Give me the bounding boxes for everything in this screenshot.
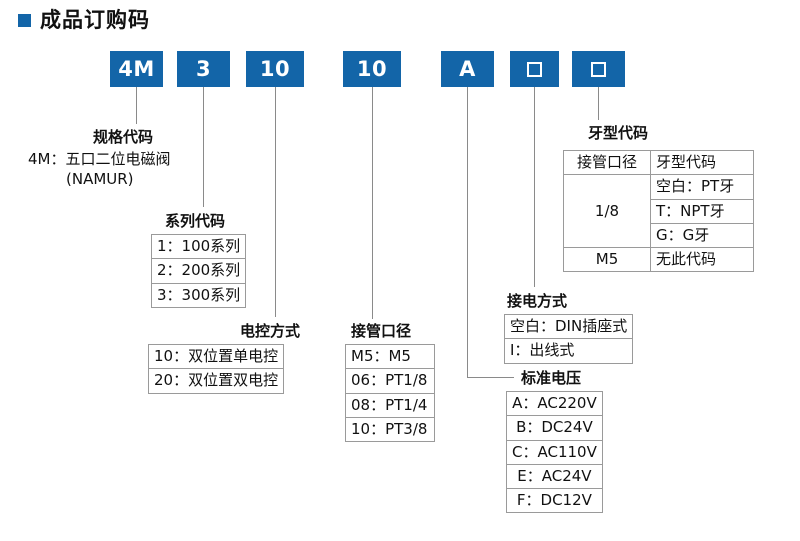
code-box-control: 10 [246,51,304,87]
table-row: T：NPT牙 [564,198,754,224]
table-row: 1：100系列 [150,233,247,260]
wiring-code-row-1: 空白：DIN插座式 [503,313,634,340]
table-row: B：DC24V [506,415,603,441]
wiring-code-table: 空白：DIN插座式 I：出线式 [503,313,634,364]
code-box-voltage: A [441,51,494,87]
port-code-row-1: M5：M5 [345,343,435,370]
port-code-table: M5：M5 06：PT1/8 08：PT1/4 10：PT3/8 [345,343,435,443]
connector-control [275,87,276,317]
series-code-table: 1：100系列 2：200系列 3：300系列 [150,233,247,308]
thread-code-table: 接管口径 牙型代码 1/8 空白：PT牙 T：NPT牙 G：G牙 M5 无此代码 [563,149,754,273]
thread-code-thread-1-2: T：NPT牙 [650,198,754,224]
table-row: 06：PT1/8 [345,368,435,394]
connector-series [203,87,204,207]
code-box-series: 3 [177,51,230,87]
table-row: 2：200系列 [150,258,247,284]
table-row: A：AC220V [506,390,603,417]
port-code-row-4: 10：PT3/8 [345,416,435,443]
connector-spec [136,87,137,124]
wiring-code-row-2: I：出线式 [503,338,634,364]
thread-code-thread-1-3: G：G牙 [650,222,754,249]
spec-code-caption: 规格代码 [93,128,154,146]
page-title: 成品订购码 [18,10,150,31]
table-row: 10：PT3/8 [345,416,435,443]
thread-code-thread-1-1: 空白：PT牙 [650,174,754,200]
voltage-code-row-3: C：AC110V [506,439,603,465]
thread-code-header-thread: 牙型代码 [650,149,754,176]
thread-code-header-port: 接管口径 [563,149,651,176]
table-row: M5 无此代码 [563,246,754,273]
connector-voltage-horizontal [467,377,514,378]
table-row: C：AC110V [506,439,603,465]
thread-code-caption: 牙型代码 [588,124,649,142]
voltage-code-row-2: B：DC24V [506,415,603,441]
code-box-spec: 4M [110,51,163,87]
table-row: 08：PT1/4 [345,392,435,418]
voltage-code-row-1: A：AC220V [506,390,603,417]
connector-port [372,87,373,319]
voltage-code-row-5: F：DC12V [506,487,603,514]
table-row: 20：双位置双电控 [147,368,285,394]
series-code-row-1: 1：100系列 [150,233,247,260]
table-row: 3：300系列 [150,282,247,308]
thread-code-port-2: M5 [563,246,651,273]
connector-voltage-vertical [467,87,468,377]
port-code-row-2: 06：PT1/8 [345,368,435,394]
table-row: F：DC12V [506,487,603,514]
thread-code-thread-2-1: 无此代码 [650,246,754,273]
port-code-caption: 接管口径 [351,322,412,340]
series-code-caption: 系列代码 [165,212,226,230]
code-box-wiring [510,51,559,87]
table-row: 1/8 空白：PT牙 [563,174,754,248]
thread-code-port-1: 1/8 [563,174,651,248]
control-code-row-2: 20：双位置双电控 [147,368,285,394]
port-code-row-3: 08：PT1/4 [345,392,435,418]
table-row: M5：M5 [345,343,435,370]
table-row: I：出线式 [503,338,634,364]
series-code-row-3: 3：300系列 [150,282,247,308]
spec-code-line-2: (NAMUR) [66,170,134,188]
voltage-code-row-4: E：AC24V [506,463,603,490]
code-box-thread [572,51,625,87]
table-row: E：AC24V [506,463,603,490]
spec-code-line-1: 4M：五口二位电磁阀 [28,150,171,168]
table-row: 空白：DIN插座式 [503,313,634,340]
voltage-code-caption: 标准电压 [521,369,582,387]
table-row: G：G牙 [564,222,754,249]
page-title-text: 成品订购码 [40,8,150,32]
connector-wiring [534,87,535,287]
code-box-port: 10 [343,51,401,87]
table-row: 10：双位置单电控 [147,343,285,370]
table-row: 接管口径 牙型代码 [563,149,754,176]
connector-thread [598,87,599,120]
wiring-code-caption: 接电方式 [507,292,568,310]
voltage-code-table: A：AC220V B：DC24V C：AC110V E：AC24V F：DC12… [506,390,603,514]
control-code-caption: 电控方式 [240,322,301,340]
control-code-row-1: 10：双位置单电控 [147,343,285,370]
series-code-row-2: 2：200系列 [150,258,247,284]
control-code-table: 10：双位置单电控 20：双位置双电控 [147,343,285,394]
bullet-icon [18,14,31,27]
